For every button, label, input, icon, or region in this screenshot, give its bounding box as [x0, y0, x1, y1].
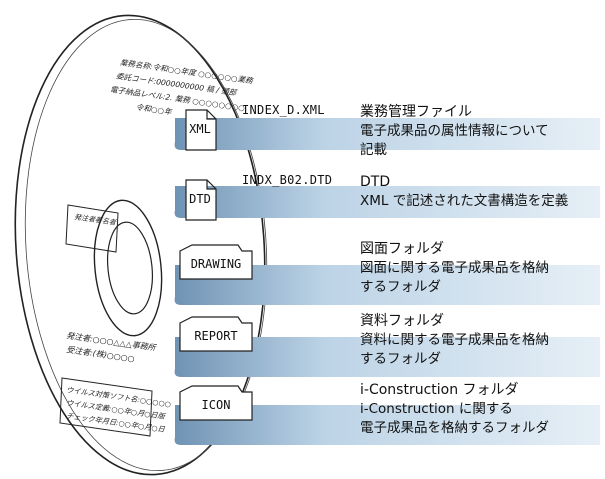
- entry-band: [174, 405, 600, 445]
- folder-icon: [179, 316, 253, 352]
- entry-description: 図面フォルダ図面に関する電子成果品を格納するフォルダ: [360, 240, 549, 297]
- entry-description-line: 電子成果品を格納するフォルダ: [360, 420, 549, 436]
- entry-band: [174, 118, 600, 150]
- entry-description-line: 資料に関する電子成果品を格納: [360, 332, 549, 348]
- entry-description-line: 記載: [360, 142, 387, 158]
- entry-title: 図面フォルダ: [360, 241, 444, 257]
- entry-description-line: するフォルダ: [360, 351, 441, 367]
- entry-title: 資料フォルダ: [360, 313, 444, 329]
- document-icon: [185, 179, 217, 221]
- icon-label: DRAWING: [190, 257, 242, 271]
- icon-label: XML: [189, 122, 211, 136]
- icon-label: DTD: [189, 192, 211, 206]
- entry-band: [174, 337, 600, 377]
- entry-title: 業務管理ファイル: [360, 104, 472, 120]
- entry-title: i-Construction フォルダ: [360, 382, 519, 398]
- entry-description: 資料フォルダ資料に関する電子成果品を格納するフォルダ: [360, 312, 549, 369]
- entry-band: [174, 186, 600, 218]
- entry-band: [174, 265, 600, 305]
- icon-label: REPORT: [194, 329, 238, 343]
- entry-description: DTD XML で記述された文書構造を定義: [360, 173, 568, 211]
- folder-icon: [179, 385, 253, 421]
- entry-description: i-Construction フォルダ i-Construction に関する電子…: [360, 381, 549, 438]
- file-name: INDX_B02.DTD: [242, 173, 333, 187]
- file-name: INDEX_D.XML: [242, 103, 325, 117]
- entry-description-line: XML で記述された文書構造を定義: [360, 193, 569, 209]
- entry-title: DTD: [360, 174, 391, 190]
- entry-description-line: 図面に関する電子成果品を格納: [360, 260, 549, 276]
- icon-label: ICON: [201, 398, 231, 412]
- folder-icon: [179, 244, 253, 280]
- entry-description-line: するフォルダ: [360, 279, 441, 295]
- entry-description-line: i-Construction に関する: [360, 401, 513, 417]
- entry-description-line: 電子成果品の属性情報について: [360, 123, 549, 139]
- document-icon: [185, 109, 217, 151]
- entry-description: 業務管理ファイル電子成果品の属性情報について記載: [360, 103, 549, 160]
